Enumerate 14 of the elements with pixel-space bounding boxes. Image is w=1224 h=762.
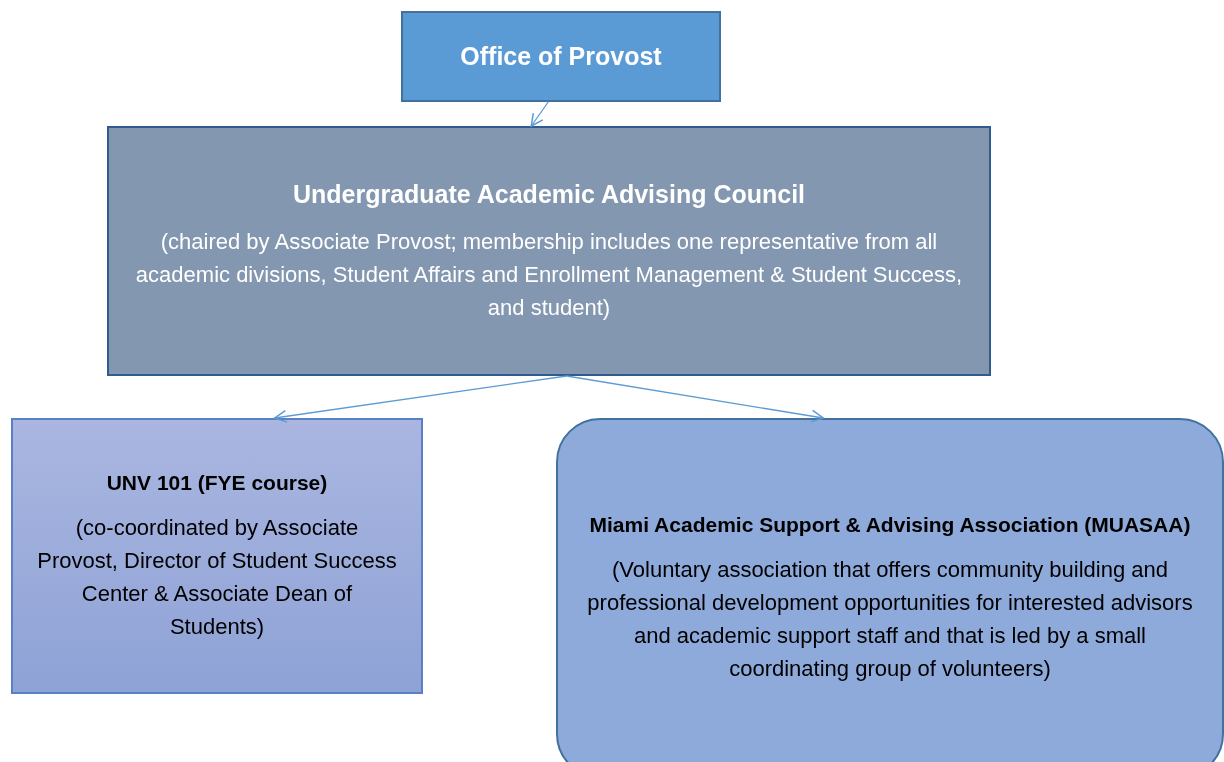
box-description: (Voluntary association that offers community building and professional development opportunities for interested advisors and academic support staff and that is led by a small coordinating group of volunteers) bbox=[586, 555, 1194, 683]
org-box bbox=[401, 11, 721, 102]
box-title: Miami Academic Support & Advising Association (MUASAA) bbox=[589, 512, 1191, 539]
arrow bbox=[566, 375, 824, 423]
org-box bbox=[556, 418, 1224, 762]
box-description: (chaired by Associate Provost; membership includes one representative from all academic divisions, Student Affairs and Enrollment Management & Student Success, and student) bbox=[134, 227, 964, 322]
box-description: (co-coordinated by Associate Provost, Director of Student Success Center & Associate Dean of Students) bbox=[36, 513, 398, 641]
box-title: Office of Provost bbox=[460, 41, 662, 73]
arrow bbox=[273, 375, 568, 423]
arrow bbox=[530, 101, 549, 127]
box-title: UNV 101 (FYE course) bbox=[106, 470, 328, 497]
org-box bbox=[11, 418, 423, 694]
org-box bbox=[107, 126, 991, 376]
box-title: Undergraduate Academic Advising Council bbox=[292, 179, 806, 211]
